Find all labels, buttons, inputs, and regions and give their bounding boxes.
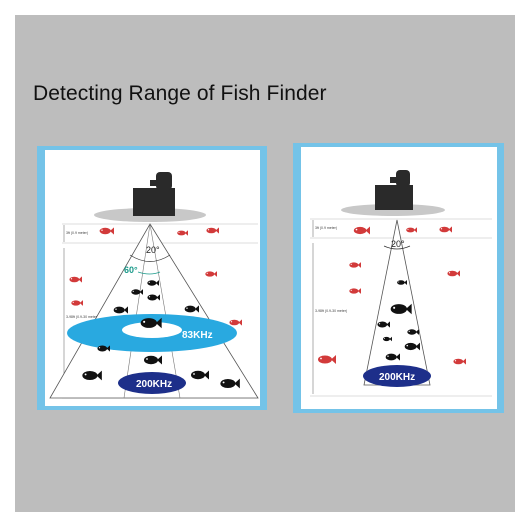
freq-wide-label: 83KHz <box>182 330 213 341</box>
fish-finder-transducer-icon <box>375 170 413 210</box>
angle-label: 20° <box>391 239 405 249</box>
fish-finder-transducer-icon <box>133 172 175 216</box>
depth-shallow-label: 3ft (0.9 meter) <box>66 231 88 235</box>
angle-inner-label: 60° <box>124 265 138 275</box>
beam-83khz-center <box>122 322 182 338</box>
right-panel: 3ft (0.9 meter) 3-98ft (0.9-30 meter) 20… <box>293 143 504 413</box>
freq-narrow-label: 200KHz <box>379 372 415 383</box>
angle-arc <box>383 245 411 250</box>
page-title: Detecting Range of Fish Finder <box>33 82 327 105</box>
angle-outer-label: 20° <box>146 245 160 255</box>
angle-arc <box>129 254 171 262</box>
beam-200khz-zone <box>118 372 186 394</box>
beam-200khz-zone <box>363 365 431 387</box>
depth-range-label: 3-98ft (0.9-30 meter) <box>66 315 98 319</box>
depth-range-label: 3-98ft (0.9-30 meter) <box>315 309 347 313</box>
angle-arc-inner <box>137 271 161 275</box>
freq-narrow-label: 200KHz <box>136 379 172 390</box>
left-panel: 3ft (0.9 meter) 3-98ft (0.9-30 meter) 20… <box>37 146 267 410</box>
depth-shallow-label: 3ft (0.9 meter) <box>315 226 337 230</box>
beam-narrow-outline <box>123 223 181 399</box>
